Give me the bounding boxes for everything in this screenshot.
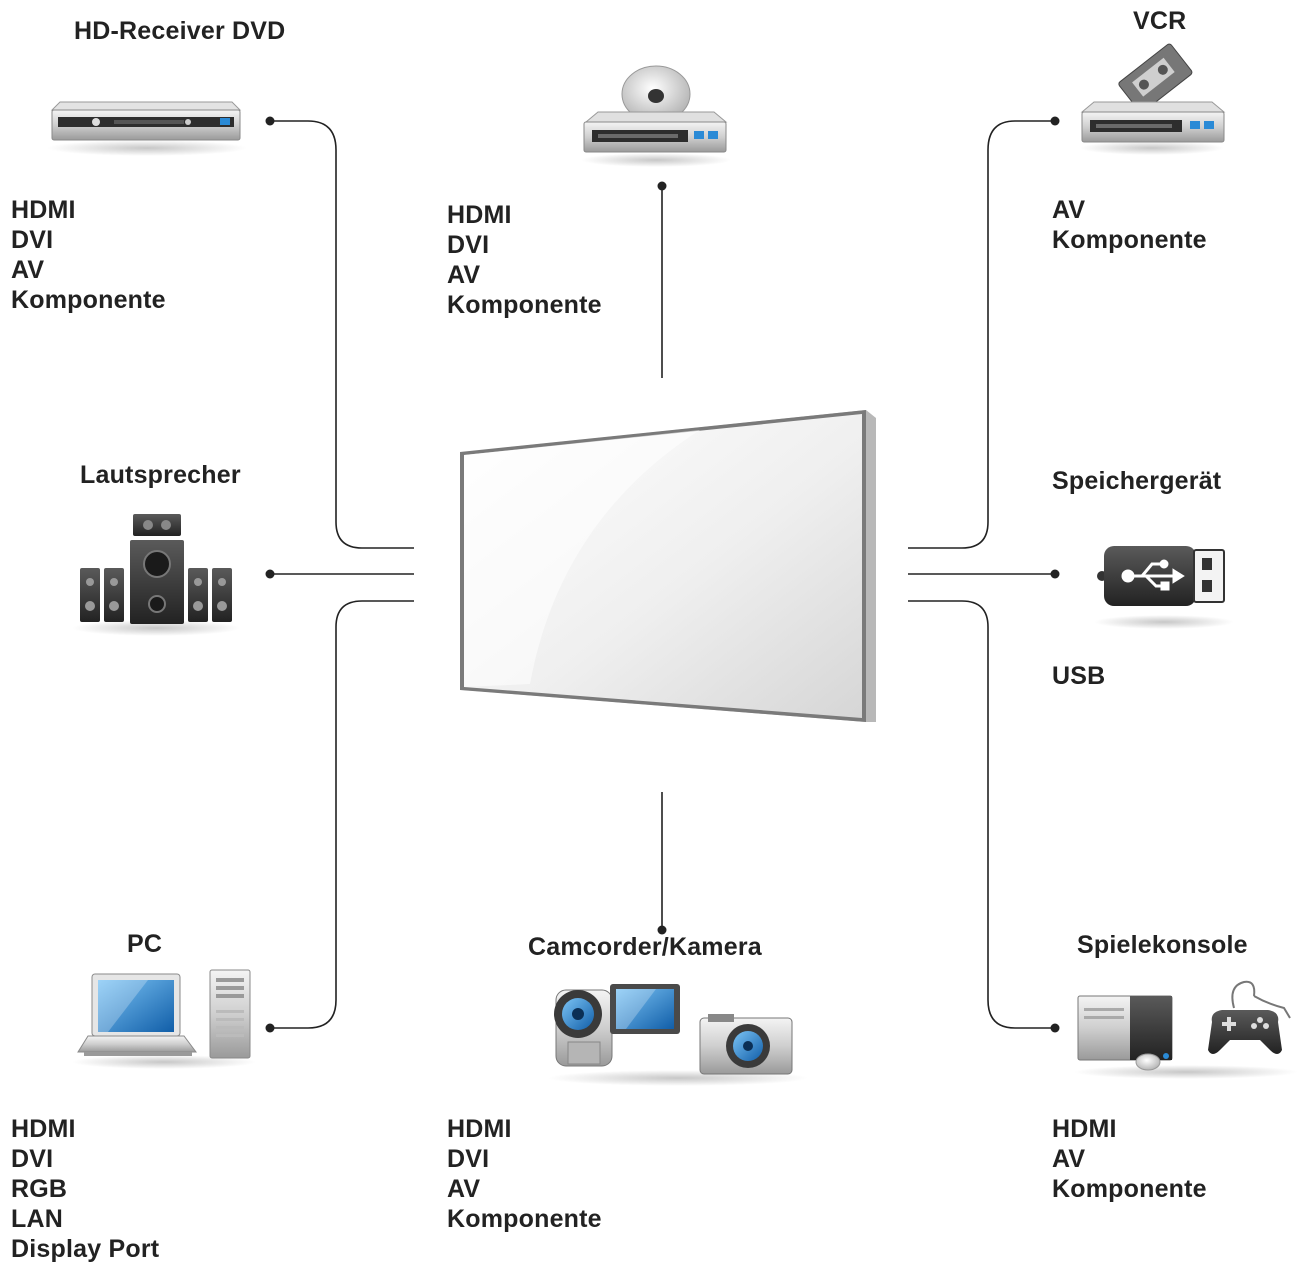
set-top-box-icon <box>47 101 247 156</box>
port-label: DVI <box>11 1145 54 1173</box>
port-label: HDMI <box>447 1115 512 1143</box>
port-label: AV <box>447 1175 481 1203</box>
port-label: HDMI <box>447 201 512 229</box>
port-label: HDMI <box>11 196 76 224</box>
vcr-port-list: AV Komponente <box>1052 195 1207 255</box>
storage-port-list: USB <box>1052 661 1105 691</box>
monitor-display-icon <box>460 410 876 722</box>
hd-receiver-title: HD-Receiver DVD <box>74 17 286 45</box>
port-label: DVI <box>447 1145 490 1173</box>
line-pc <box>270 600 414 1029</box>
port-label: LAN <box>11 1205 63 1233</box>
port-label: AV <box>1052 1145 1086 1173</box>
pc-port-list: HDMI DVI RGB LAN Display Port <box>11 1114 159 1264</box>
port-label: RGB <box>11 1175 68 1203</box>
port-label: AV <box>1052 196 1086 224</box>
port-label: Komponente <box>1052 226 1207 254</box>
line-vcr <box>908 120 1055 549</box>
pc-title: PC <box>127 930 163 958</box>
camcorder-title: Camcorder/Kamera <box>528 933 762 961</box>
dvd-player-port-list: HDMI DVI AV Komponente <box>447 200 602 320</box>
vcr-title: VCR <box>1133 7 1187 35</box>
port-label: DVI <box>11 226 54 254</box>
laptop-and-tower-icon <box>72 969 256 1069</box>
port-label: USB <box>1052 662 1106 690</box>
game-console-title: Spielekonsole <box>1077 931 1248 959</box>
port-label: AV <box>11 256 45 284</box>
port-label: Komponente <box>1052 1175 1207 1203</box>
connection-lines <box>270 120 1055 1029</box>
vcr-icon <box>1080 43 1226 155</box>
port-label: HDMI <box>1052 1115 1117 1143</box>
game-console-port-list: HDMI AV Komponente <box>1052 1114 1207 1204</box>
port-label: Display Port <box>11 1235 160 1263</box>
camcorder-and-camera-icon <box>548 984 808 1086</box>
line-hd-receiver <box>270 120 414 549</box>
usb-stick-icon <box>1094 546 1234 629</box>
line-game-console <box>908 600 1055 1029</box>
dvd-player-icon <box>581 65 731 167</box>
speaker-system-icon <box>72 514 240 636</box>
connector-dots <box>265 116 1060 1033</box>
speaker-title: Lautsprecher <box>80 461 241 489</box>
storage-title: Speichergerät <box>1052 467 1222 495</box>
port-label: AV <box>447 261 481 289</box>
port-label: Komponente <box>447 1205 602 1233</box>
port-label: Komponente <box>11 286 166 314</box>
port-label: Komponente <box>447 291 602 319</box>
port-label: HDMI <box>11 1115 76 1143</box>
hd-receiver-port-list: HDMI DVI AV Komponente <box>11 195 166 315</box>
camcorder-port-list: HDMI DVI AV Komponente <box>447 1114 602 1234</box>
game-console-and-controller-icon <box>1074 980 1298 1079</box>
port-label: DVI <box>447 231 490 259</box>
